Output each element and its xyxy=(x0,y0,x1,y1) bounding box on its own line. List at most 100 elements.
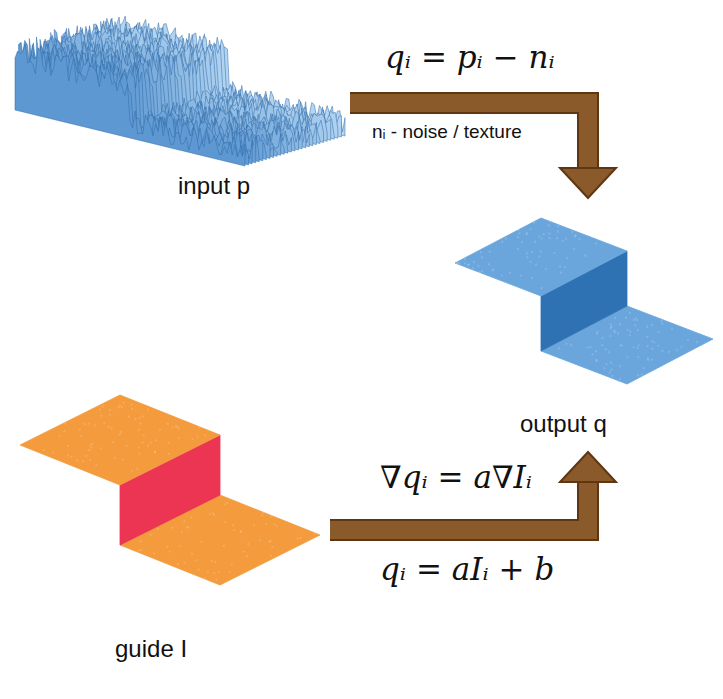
texture-dot xyxy=(629,334,631,336)
texture-dot xyxy=(177,427,179,429)
texture-dot xyxy=(633,346,635,348)
arrow-outline xyxy=(350,103,588,171)
texture-dot xyxy=(123,402,125,404)
texture-dot xyxy=(529,228,531,230)
texture-dot xyxy=(541,238,543,240)
texture-dot xyxy=(565,343,567,345)
texture-dot xyxy=(268,541,270,543)
texture-dot xyxy=(477,265,479,267)
texture-dot xyxy=(52,451,54,453)
texture-dot xyxy=(565,238,567,240)
texture-dot xyxy=(300,537,302,539)
texture-dot xyxy=(609,371,611,373)
texture-dot xyxy=(601,344,603,346)
texture-dot xyxy=(181,531,183,533)
texture-dot xyxy=(169,550,171,552)
texture-dot xyxy=(520,275,522,277)
texture-dot xyxy=(130,403,132,405)
texture-dot xyxy=(553,252,555,254)
texture-dot xyxy=(540,287,542,289)
arrow-head xyxy=(560,452,616,482)
texture-dot xyxy=(128,415,130,417)
texture-dot xyxy=(558,347,560,349)
texture-dot xyxy=(85,455,87,457)
texture-dot xyxy=(651,348,653,350)
texture-dot xyxy=(566,257,568,259)
texture-dot xyxy=(140,540,142,542)
texture-dot xyxy=(118,406,120,408)
texture-dot xyxy=(481,257,483,259)
texture-dot xyxy=(200,541,202,543)
plot-caption: output q xyxy=(520,410,607,438)
texture-dot xyxy=(573,248,575,250)
texture-dot xyxy=(246,555,248,557)
texture-dot xyxy=(79,429,81,431)
texture-dot xyxy=(625,317,627,319)
texture-dot xyxy=(82,460,84,462)
texture-dot xyxy=(481,270,483,272)
texture-dot xyxy=(521,241,523,243)
equation: qᵢ = pᵢ − nᵢ xyxy=(385,40,555,76)
texture-dot xyxy=(149,534,151,536)
texture-dot xyxy=(559,265,561,267)
texture-dot xyxy=(70,456,72,458)
texture-dot xyxy=(464,262,466,264)
texture-dot xyxy=(297,537,299,539)
texture-dot xyxy=(595,359,597,361)
texture-dot xyxy=(545,268,547,270)
plot-panel: guide I xyxy=(10,390,330,675)
texture-dot xyxy=(207,571,209,573)
texture-dot xyxy=(217,571,219,573)
texture-dot xyxy=(660,320,662,322)
texture-dot xyxy=(595,242,597,244)
texture-dot xyxy=(603,367,605,369)
texture-dot xyxy=(589,346,591,348)
texture-dot xyxy=(204,434,206,436)
texture-dot xyxy=(186,526,188,528)
texture-dot xyxy=(175,425,177,427)
texture-dot xyxy=(646,336,648,338)
plot-panel: output q xyxy=(445,198,720,452)
texture-dot xyxy=(587,347,589,349)
texture-dot xyxy=(67,454,69,456)
texture-dot xyxy=(610,362,612,364)
texture-dot xyxy=(100,414,102,416)
texture-dot xyxy=(647,359,649,361)
texture-dot xyxy=(107,426,109,428)
texture-dot xyxy=(501,241,503,243)
texture-dot xyxy=(605,348,607,350)
texture-dot xyxy=(226,502,228,504)
texture-dot xyxy=(529,261,531,263)
texture-dot xyxy=(661,323,663,325)
texture-dot xyxy=(231,564,233,566)
texture-dot xyxy=(147,409,149,411)
arrow-head xyxy=(560,168,616,198)
texture-dot xyxy=(538,236,540,238)
texture-dot xyxy=(103,422,105,424)
texture-dot xyxy=(619,365,621,367)
texture-dot xyxy=(638,344,640,346)
texture-dot xyxy=(196,436,198,438)
texture-dot xyxy=(629,312,631,314)
texture-dot xyxy=(605,363,607,365)
texture-dot xyxy=(668,351,670,353)
texture-dot xyxy=(543,233,545,235)
texture-dot xyxy=(243,550,245,552)
texture-dot xyxy=(643,367,645,369)
texture-dot xyxy=(676,349,678,351)
texture-dot xyxy=(125,445,127,447)
texture-dot xyxy=(134,418,136,420)
texture-dot xyxy=(540,250,542,252)
texture-dot xyxy=(641,373,643,375)
texture-dot xyxy=(657,345,659,347)
texture-dot xyxy=(195,559,197,561)
texture-dot xyxy=(119,433,121,435)
texture-dot xyxy=(247,543,249,545)
arrow-shaft xyxy=(350,103,588,171)
texture-dot xyxy=(629,330,631,332)
texture-dot xyxy=(671,328,673,330)
texture-dot xyxy=(601,337,603,339)
texture-dot xyxy=(570,344,572,346)
texture-dot xyxy=(595,350,597,352)
texture-dot xyxy=(617,332,619,334)
